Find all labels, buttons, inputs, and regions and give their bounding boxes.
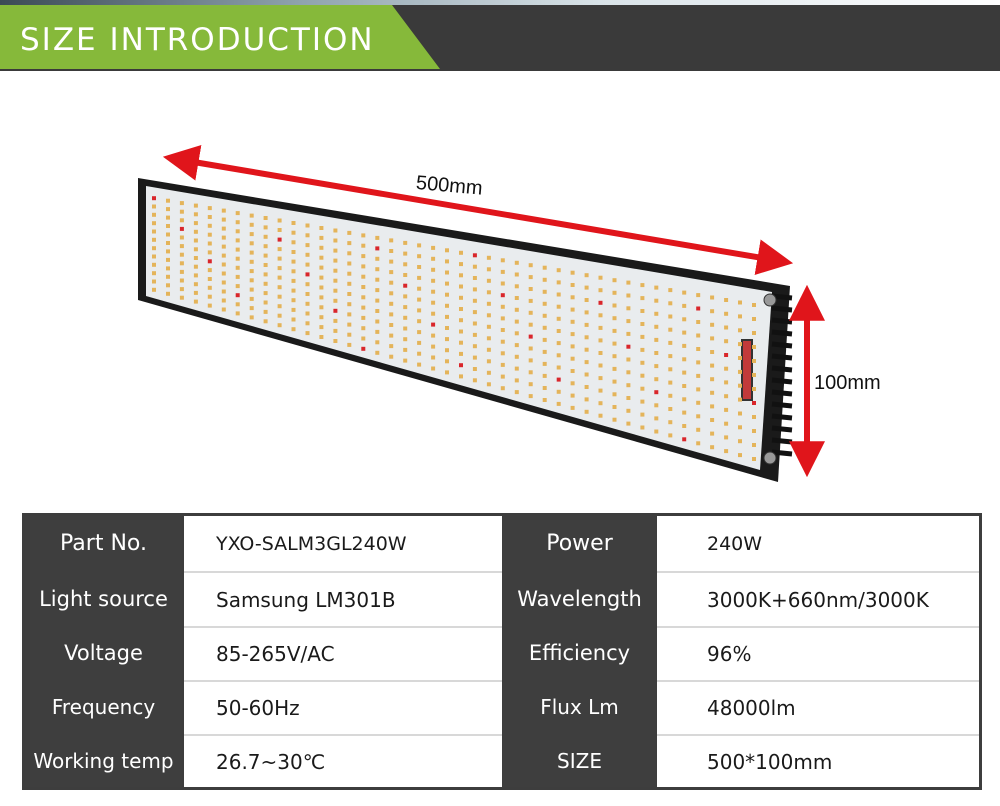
spec-value-left: 50-60Hz	[184, 680, 502, 734]
heatsink-fins	[771, 293, 793, 457]
spec-value-right: 96%	[657, 626, 979, 680]
spec-label-left: Part No.	[25, 516, 182, 571]
spec-value-right: 48000lm	[657, 680, 979, 734]
grow-light-board-image	[138, 145, 825, 482]
spec-value-left: Samsung LM301B	[184, 571, 502, 626]
spec-label-right: Flux Lm	[503, 680, 656, 734]
spec-value-left: YXO-SALM3GL240W	[184, 516, 502, 571]
spec-label-left: Frequency	[25, 680, 182, 734]
spec-label-left: Light source	[25, 571, 182, 626]
spec-value-left: 26.7~30℃	[184, 734, 502, 787]
spec-value-right: 3000K+660nm/3000K	[657, 571, 979, 626]
spec-label-right: Efficiency	[503, 626, 656, 680]
section-title: SIZE INTRODUCTION	[20, 22, 375, 58]
spec-value-right: 240W	[657, 516, 979, 571]
spec-value-left: 85-265V/AC	[184, 626, 502, 680]
width-arrow	[162, 145, 794, 275]
spec-label-right: SIZE	[503, 734, 656, 787]
spec-label-left: Voltage	[25, 626, 182, 680]
spec-label-right: Wavelength	[503, 571, 656, 626]
section-header-tab	[0, 5, 440, 69]
spec-value-right: 500*100mm	[657, 734, 979, 787]
height-dimension-label: 100mm	[814, 372, 881, 394]
spec-label-right: Power	[503, 516, 656, 571]
power-switch	[741, 339, 753, 401]
top-decorative-strip	[0, 0, 1000, 8]
spec-label-left: Working temp	[25, 734, 182, 787]
